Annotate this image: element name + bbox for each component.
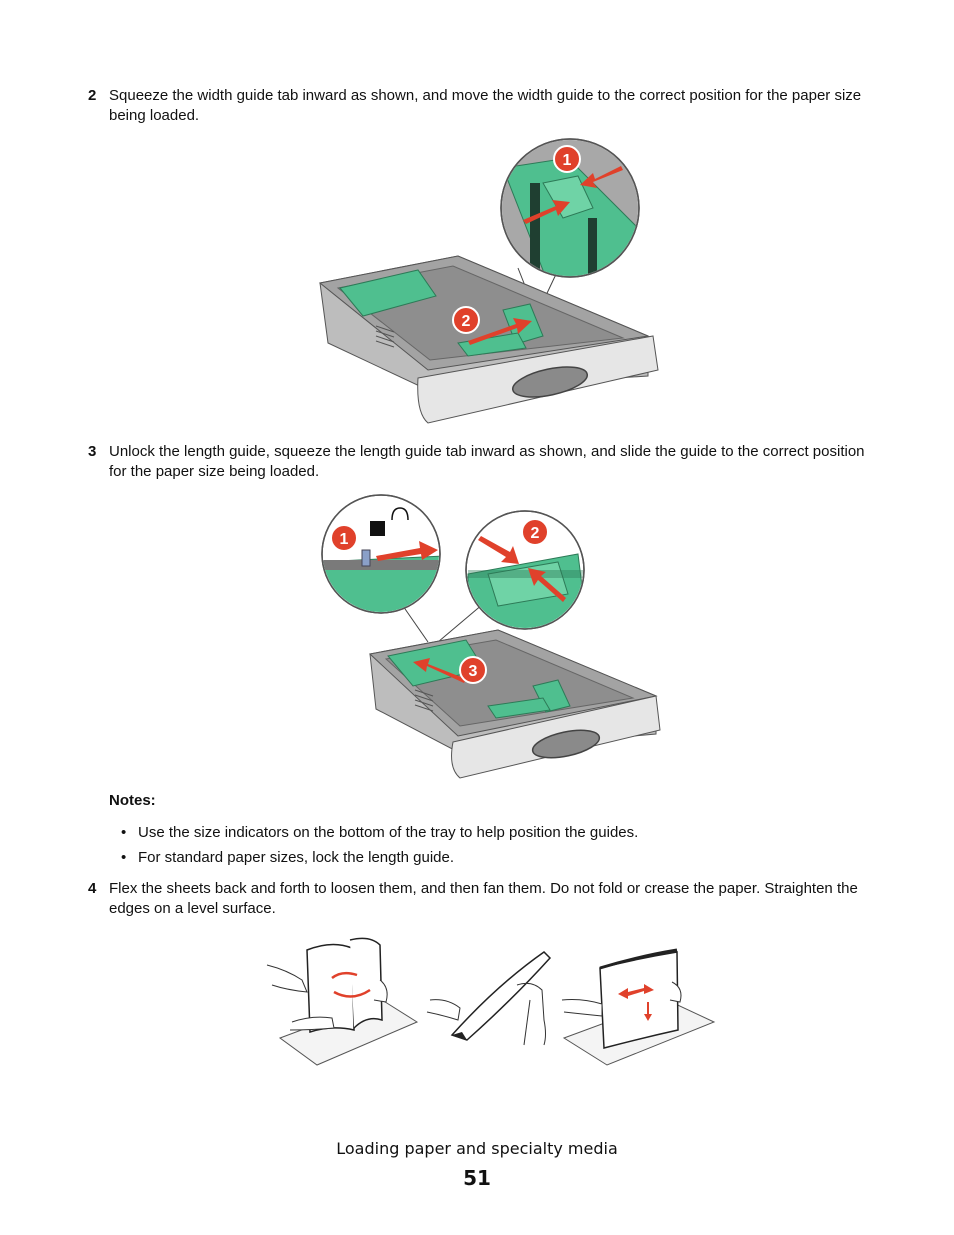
callout-number: 1 [563, 152, 572, 169]
callout-circle [459, 656, 487, 684]
arrow-icon [468, 318, 532, 345]
footer-title: Loading paper and specialty media [336, 1139, 618, 1158]
callout-circle [452, 306, 480, 334]
bullet-icon: • [121, 824, 127, 841]
arrow-icon [528, 568, 566, 602]
note-text: Use the size indicators on the bottom of… [138, 824, 639, 841]
notes-title: Notes: [109, 792, 156, 809]
lock-icon [370, 521, 385, 536]
arrow-icon [523, 200, 570, 224]
step-number: 2 [88, 87, 97, 104]
step-text: Flex the sheets back and forth to loosen… [109, 880, 858, 917]
arrow-icon [376, 541, 438, 561]
note-text: For standard paper sizes, lock the lengt… [138, 849, 455, 866]
flex-sheets-illustration [266, 937, 419, 1066]
figure-length-guide: 3 1 2 [321, 494, 661, 779]
magnifier-inset: 2 [465, 510, 585, 630]
bullet-icon: • [121, 849, 127, 866]
tray-handle [511, 366, 589, 398]
page-number: 51 [463, 1166, 491, 1190]
step-text: Unlock the length guide, squeeze the len… [109, 443, 865, 480]
length-guide [339, 269, 437, 317]
callout-number: 3 [469, 663, 478, 680]
arrow-icon [580, 166, 623, 188]
arrow-icon [413, 658, 466, 683]
step-text: Squeeze the width guide tab inward as sh… [109, 87, 862, 124]
step-number: 3 [88, 443, 97, 460]
callout-circle [553, 145, 581, 173]
arrow-icon [618, 984, 654, 999]
figure-paper-handling [266, 937, 716, 1066]
tray-handle [531, 729, 601, 759]
magnifier-inset: 1 [321, 494, 441, 614]
fan-sheets-illustration [426, 951, 552, 1046]
step-number: 4 [88, 880, 97, 897]
unlock-shackle-icon [391, 507, 409, 521]
magnifier-inset: 1 [500, 138, 640, 278]
callout-number: 2 [531, 525, 540, 542]
straighten-sheets-illustration [561, 948, 716, 1066]
callout-number: 1 [340, 531, 349, 548]
callout-circle [521, 518, 549, 546]
figure-width-guide: 2 1 [318, 138, 659, 424]
callout-circle [330, 524, 358, 552]
arrow-icon [478, 536, 519, 564]
callout-number: 2 [462, 313, 471, 330]
